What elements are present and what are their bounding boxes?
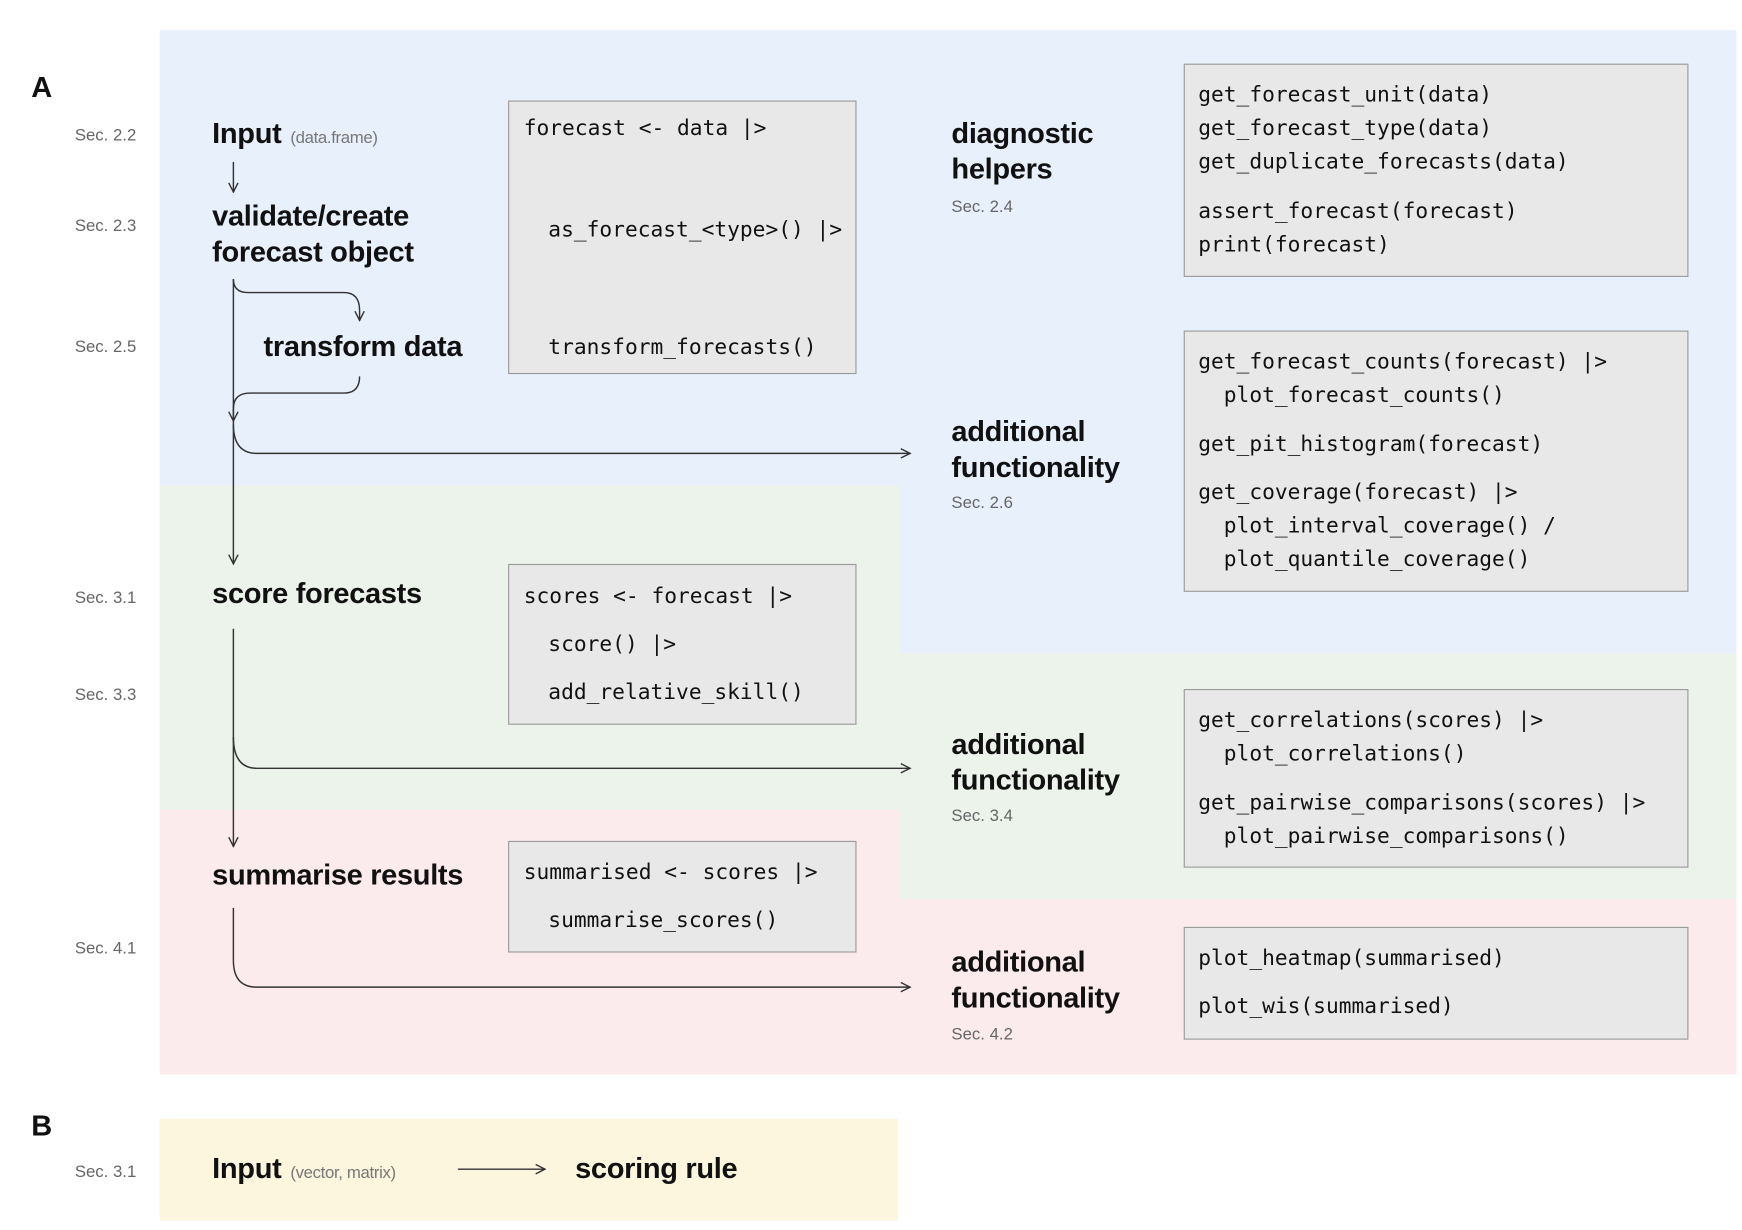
code-line: add_relative_skill() (548, 680, 804, 705)
code-line: get_pit_histogram(forecast) (1198, 432, 1544, 457)
code-line: plot_forecast_counts() (1198, 383, 1505, 408)
sec-label: Sec. 3.4 (951, 806, 1013, 826)
step-input-label: Input (212, 116, 282, 150)
title-line: additional (951, 414, 1086, 448)
sec-label: Sec. 2.4 (951, 197, 1013, 217)
code-box-scores: scores <- forecast |> score() |> add_rel… (508, 563, 857, 725)
panel-a-label: A (31, 70, 53, 104)
code-line: as_forecast_<type>() |> (548, 217, 843, 243)
code-line: scores <- forecast |> (523, 584, 792, 609)
code-line: transform_forecasts() (548, 335, 817, 360)
step-transform: transform data (263, 329, 463, 363)
code-line: plot_correlations() (1198, 741, 1467, 767)
step-score: score forecasts (212, 576, 422, 610)
scoring-rule: scoring rule (575, 1151, 738, 1185)
code-line: plot_pairwise_comparisons() (1198, 824, 1569, 849)
title-line: additional (951, 726, 1086, 761)
code-line: plot_wis(summarised) (1198, 993, 1454, 1019)
title-line: diagnostic (951, 116, 1094, 150)
sec-label: Sec. 3.1 (74, 1162, 137, 1182)
code-line: forecast <- data |> (523, 116, 767, 141)
code-line: summarise_scores() (548, 907, 779, 933)
sec-label: Sec. 4.2 (951, 1025, 1013, 1045)
code-box-diagnostic: get_forecast_unit(data) get_forecast_typ… (1183, 63, 1689, 277)
code-line: score() |> (548, 632, 677, 657)
code-line: get_pairwise_comparisons(scores) |> (1198, 790, 1646, 816)
arrow-from-transform (233, 376, 361, 421)
title-line: functionality (951, 450, 1120, 484)
code-line: get_forecast_type(data) (1198, 116, 1493, 141)
code-line: assert_forecast(forecast) (1198, 198, 1518, 224)
code-box-summarised: summarised <- scores |> summarise_scores… (508, 840, 857, 953)
code-box-forecast-functionality: get_forecast_counts(forecast) |> plot_fo… (1183, 330, 1689, 592)
title-line: functionality (951, 980, 1120, 1014)
sec-label: Sec. 3.1 (74, 588, 137, 608)
panel-b-input-label: Input (212, 1151, 282, 1185)
code-line: get_correlations(scores) |> (1198, 707, 1544, 733)
panel-b-input-type: (vector, matrix) (290, 1163, 396, 1183)
code-box-summary-functionality: plot_heatmap(summarised) plot_wis(summar… (1183, 926, 1689, 1040)
title-line: functionality (951, 762, 1120, 797)
code-line: get_forecast_unit(data) (1198, 82, 1493, 108)
code-line: plot_quantile_coverage() (1198, 547, 1531, 572)
arrow-to-forecast-functionality (232, 424, 910, 453)
code-line: get_coverage(forecast) |> (1198, 480, 1518, 505)
code-line: get_forecast_counts(forecast) |> (1198, 349, 1607, 375)
code-line: plot_heatmap(summarised) (1198, 945, 1505, 971)
code-line: plot_interval_coverage() / (1198, 513, 1556, 539)
input-type: (data.frame) (290, 128, 378, 148)
code-line: summarised <- scores |> (523, 859, 818, 885)
sec-label: Sec. 2.6 (951, 493, 1013, 513)
arrow-to-summary-functionality (232, 907, 910, 987)
step-validate-line1: validate/create (212, 198, 409, 233)
step-summarise: summarise results (212, 857, 464, 892)
code-line: print(forecast) (1198, 232, 1390, 257)
title-line: additional (951, 944, 1086, 979)
arrow-to-scores-functionality (232, 737, 910, 768)
sec-label: Sec. 3.3 (74, 685, 137, 705)
arrow-to-transform (232, 279, 359, 320)
panel-b-label: B (31, 1108, 53, 1143)
sec-label: Sec. 4.1 (74, 939, 137, 959)
code-box-forecast: forecast <- data |> as_forecast_<type>()… (508, 100, 857, 375)
step-validate-line2: forecast object (212, 234, 414, 269)
title-line: helpers (951, 151, 1053, 186)
code-line: get_duplicate_forecasts(data) (1198, 149, 1569, 175)
step-input: Input (data.frame) (212, 115, 378, 156)
code-box-scores-functionality: get_correlations(scores) |> plot_correla… (1183, 689, 1689, 868)
sec-label: Sec. 2.5 (74, 337, 137, 357)
panel-b-input: Input (vector, matrix) (212, 1150, 396, 1191)
sec-label: Sec. 2.3 (74, 216, 137, 236)
sec-label: Sec. 2.2 (74, 126, 137, 146)
